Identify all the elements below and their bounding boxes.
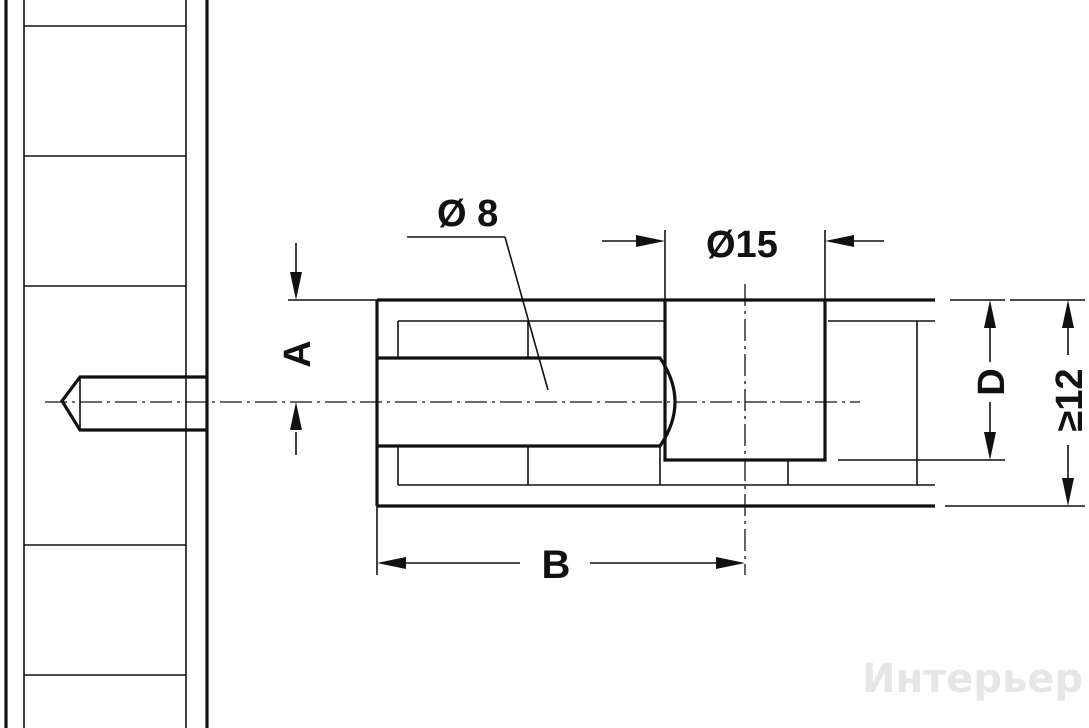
- dim-12: [945, 299, 1085, 507]
- dia-15-label: Ø15: [706, 224, 778, 266]
- dim-a: [288, 243, 377, 455]
- watermark-text: Интерьер: [862, 656, 1083, 702]
- dim-b-label: B: [542, 543, 571, 587]
- dim-12-label: ≥12: [1049, 368, 1089, 431]
- connector-housing: [375, 298, 1005, 508]
- dim-b: [376, 506, 745, 575]
- dim-d: [950, 299, 1005, 460]
- connector-pin: [60, 375, 207, 432]
- panel-board: [4, 0, 209, 728]
- dia-8-label: Ø 8: [437, 193, 498, 235]
- dia-15-dimension: [602, 230, 884, 300]
- dim-a-label: A: [277, 340, 319, 367]
- dim-d-label: D: [971, 368, 1013, 395]
- dia-8-leader: [407, 236, 549, 391]
